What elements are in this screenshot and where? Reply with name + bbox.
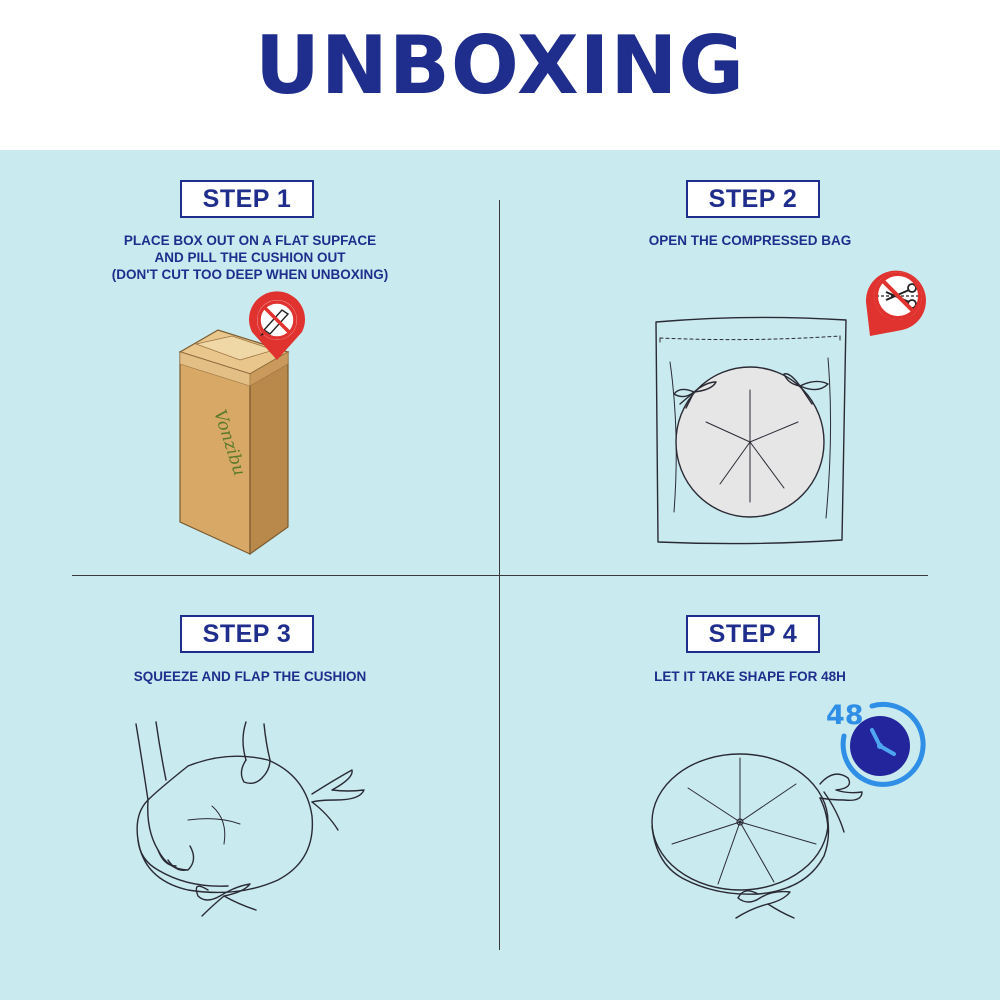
page-title: UNBOXING	[254, 19, 746, 112]
timer-hours-label: 48	[826, 700, 864, 731]
step-3-instructions: SQUEEZE AND FLAP THE CUSHION	[133, 669, 367, 684]
vertical-divider-top	[499, 200, 500, 575]
step-2-panel: STEP 2 OPEN THE COMPRESSED BAG	[500, 150, 1000, 575]
step-1-label: STEP 1	[180, 180, 314, 218]
compressed-bag	[655, 316, 847, 545]
horizontal-divider	[72, 575, 928, 576]
header: UNBOXING	[0, 0, 1000, 150]
no-scissors-icon	[865, 270, 926, 336]
round-cushion	[651, 753, 863, 919]
step-2-label: STEP 2	[686, 180, 820, 218]
clock-icon: 48	[826, 700, 926, 787]
step-1-instructions: PLACE BOX OUT ON A FLAT SUPFACE AND PILL…	[111, 233, 389, 282]
no-knife-icon	[249, 291, 305, 360]
hands-squeezing-cushion	[135, 721, 365, 917]
step-3-panel: STEP 3 SQUEEZE AND FLAP THE CUSHION	[0, 575, 500, 1000]
vertical-divider-bottom	[499, 575, 500, 950]
step-4-label: STEP 4	[686, 615, 820, 653]
step-2-instructions: OPEN THE COMPRESSED BAG	[648, 233, 852, 248]
step-4-panel: STEP 4 LET IT TAKE SHAPE FOR 48H	[500, 575, 1000, 1000]
step-4-instructions: LET IT TAKE SHAPE FOR 48H	[654, 669, 846, 684]
step-1-panel: STEP 1 PLACE BOX OUT ON A FLAT SUPFACE A…	[0, 150, 500, 575]
step-3-label: STEP 3	[180, 615, 314, 653]
cardboard-box: Vonzibu	[178, 329, 290, 556]
